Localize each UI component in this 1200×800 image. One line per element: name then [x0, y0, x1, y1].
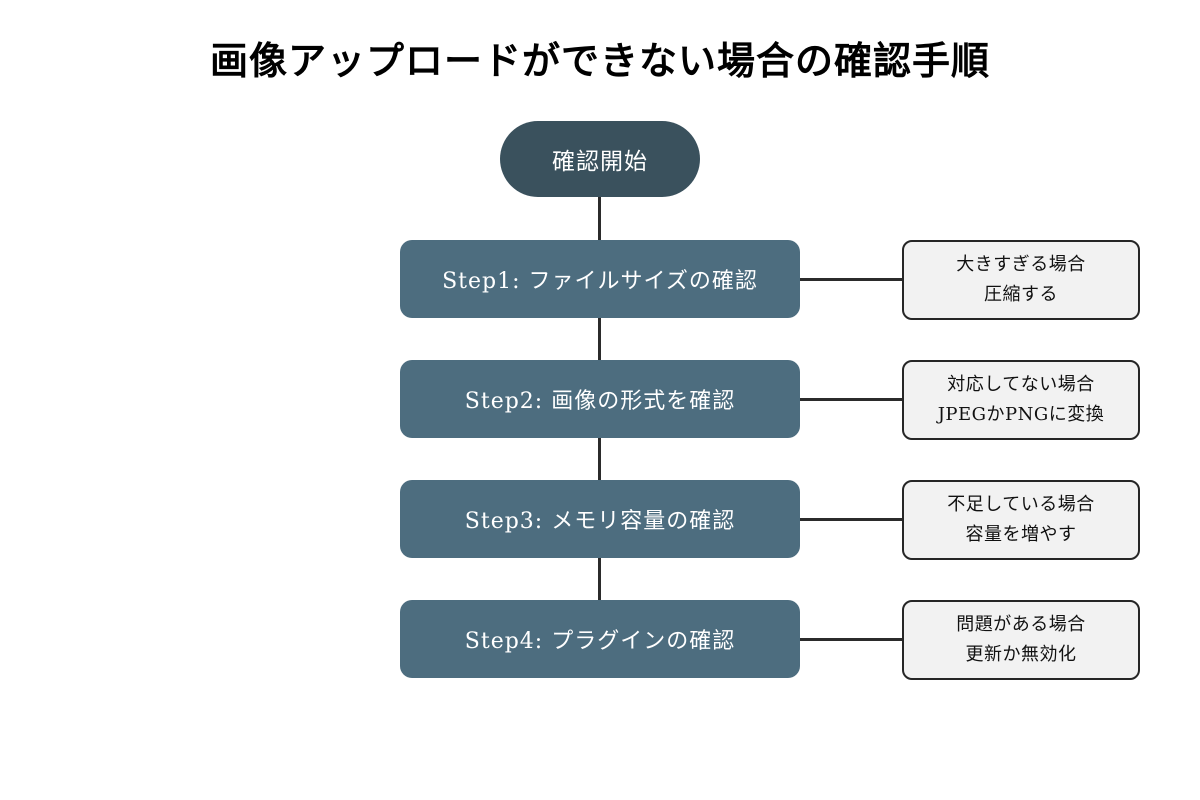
step2-note-box: 対応してない場合 JPEGかPNGに変換	[902, 360, 1140, 440]
step2-note-connector-line	[800, 398, 902, 401]
step3-label: Step3: メモリ容量の確認	[464, 509, 736, 534]
step3-note-connector-line	[800, 518, 902, 521]
step3-note-line2: 容量を増やす	[965, 524, 1077, 545]
step2-note-line2: JPEGかPNGに変換	[937, 404, 1105, 425]
step3-note-line1: 不足している場合	[947, 494, 1095, 515]
step1-label: Step1: ファイルサイズの確認	[442, 269, 758, 294]
step4-note-box: 問題がある場合 更新か無効化	[902, 600, 1140, 680]
step2-box: Step2: 画像の形式を確認	[400, 360, 800, 438]
step2-label: Step2: 画像の形式を確認	[464, 389, 736, 414]
step4-note-line1: 問題がある場合	[956, 614, 1086, 635]
start-node: 確認開始	[500, 121, 700, 197]
flow-row-step1: Step1: ファイルサイズの確認 大きすぎる場合 圧縮する	[0, 240, 1200, 320]
step4-note-line2: 更新か無効化	[965, 644, 1077, 665]
flow-row-step4: Step4: プラグインの確認 問題がある場合 更新か無効化	[0, 600, 1200, 680]
step1-note-line2: 圧縮する	[984, 284, 1058, 305]
step4-box: Step4: プラグインの確認	[400, 600, 800, 678]
step2-note-line1: 対応してない場合	[947, 374, 1095, 395]
step1-note-connector-line	[800, 278, 902, 281]
flow-row-step3: Step3: メモリ容量の確認 不足している場合 容量を増やす	[0, 480, 1200, 560]
flow-row-step2: Step2: 画像の形式を確認 対応してない場合 JPEGかPNGに変換	[0, 360, 1200, 440]
step4-label: Step4: プラグインの確認	[464, 629, 736, 654]
step1-box: Step1: ファイルサイズの確認	[400, 240, 800, 318]
step4-note-connector-line	[800, 638, 902, 641]
page-title: 画像アップロードができない場合の確認手順	[209, 41, 990, 83]
start-node-label: 確認開始	[552, 148, 648, 174]
step1-note-box: 大きすぎる場合 圧縮する	[902, 240, 1140, 320]
step1-note-line1: 大きすぎる場合	[956, 254, 1086, 275]
step3-box: Step3: メモリ容量の確認	[400, 480, 800, 558]
step3-note-box: 不足している場合 容量を増やす	[902, 480, 1140, 560]
